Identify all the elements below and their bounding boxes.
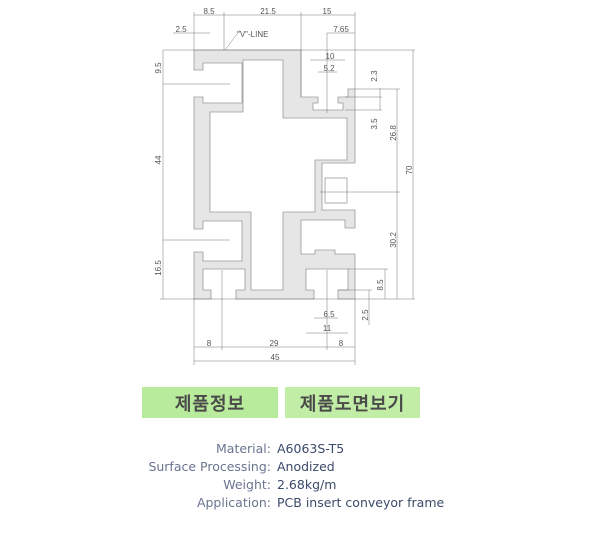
dim-offset-right: 7.65 [333, 25, 349, 34]
spec-row-weight: Weight: 2.68kg/m [0, 477, 600, 495]
dim-left-a: 9.5 [154, 62, 163, 74]
dim-slot-width: 10 [326, 52, 335, 61]
tab-product-drawing[interactable]: 제품도면보기 [285, 387, 420, 418]
dim-bottom-opening: 6.5 [323, 310, 335, 319]
dim-total-width: 45 [271, 353, 280, 362]
dim-lip: 2.3 [370, 70, 379, 82]
dim-slot-depth: 3.5 [370, 118, 379, 130]
spec-label: Weight: [223, 477, 271, 492]
spec-value: 2.68kg/m [277, 477, 337, 492]
dim-total-height: 70 [405, 165, 414, 174]
dimension-lines [160, 12, 415, 365]
dim-h-b: 30.2 [389, 232, 398, 248]
dim-slot-left: 2.5 [175, 25, 187, 34]
spec-row-surface: Surface Processing: Anodized [0, 459, 600, 477]
dim-top-b: 21.5 [260, 7, 276, 16]
dim-bottom-depth: 8.5 [376, 279, 385, 291]
dim-bottom-a: 8 [207, 339, 212, 348]
vline-label: "V"-LINE [237, 30, 268, 39]
spec-value: A6063S-T5 [277, 441, 345, 456]
dimension-labels: 8.5 21.5 15 2.5 "V"-LINE 7.65 10 5.2 2.3… [154, 7, 414, 362]
dim-top-c: 15 [323, 7, 332, 16]
spec-label: Material: [216, 441, 271, 456]
spec-label: Surface Processing: [148, 459, 271, 474]
profile-drawing: 8.5 21.5 15 2.5 "V"-LINE 7.65 10 5.2 2.3… [154, 7, 415, 365]
dim-left-b: 44 [154, 155, 163, 164]
dim-bottom-lip: 2.5 [361, 309, 370, 321]
spec-label: Application: [196, 495, 271, 510]
dim-bottom-b: 29 [270, 339, 279, 348]
dim-h-a: 26.8 [389, 125, 398, 141]
dim-bottom-c: 8 [339, 339, 344, 348]
dim-bottom-width: 11 [323, 324, 332, 333]
spec-value: PCB insert conveyor frame [277, 495, 445, 510]
dim-slot-opening: 5.2 [323, 64, 335, 73]
spec-row-material: Material: A6063S-T5 [0, 441, 600, 459]
dim-top-a: 8.5 [203, 7, 215, 16]
tab-product-info[interactable]: 제품정보 [142, 387, 278, 418]
dim-left-c: 16.5 [154, 260, 163, 276]
spec-value: Anodized [277, 459, 335, 474]
spec-row-application: Application: PCB insert conveyor frame [0, 495, 600, 513]
profile-shape [193, 49, 356, 300]
